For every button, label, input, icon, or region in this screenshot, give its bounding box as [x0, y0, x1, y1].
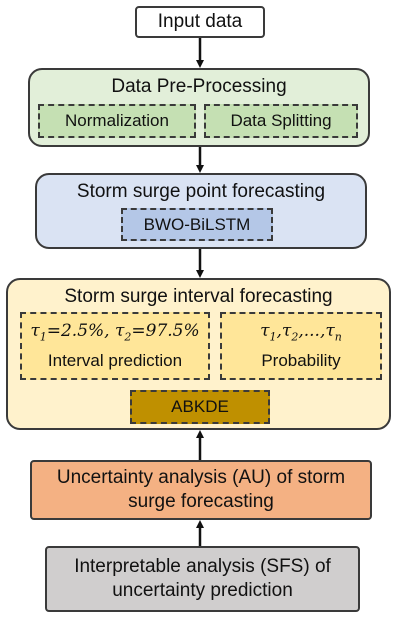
abkde-node: ABKDE [130, 390, 270, 424]
interpretable-analysis-node: Interpretable analysis (SFS) of uncertai… [45, 546, 360, 612]
interval-forecasting-title: Storm surge interval forecasting [64, 286, 333, 307]
preprocessing-node: Data Pre-Processing Normalization Data S… [28, 68, 370, 147]
interval-forecasting-node: Storm surge interval forecasting τ1=2.5%… [6, 278, 391, 430]
interval-prediction-label: Interval prediction [47, 351, 183, 371]
preprocessing-title: Data Pre-Processing [111, 76, 287, 97]
uncertainty-analysis-line1: Uncertainty analysis (AU) of storm [56, 467, 346, 488]
normalization-node: Normalization [38, 104, 196, 138]
point-forecasting-node: Storm surge point forecasting BWO-BiLSTM [35, 173, 367, 249]
bwo-bilstm-label: BWO-BiLSTM [143, 214, 251, 234]
input-data-label: Input data [157, 11, 243, 32]
input-data-node: Input data [135, 6, 265, 38]
data-splitting-label: Data Splitting [230, 111, 332, 130]
interpretable-analysis-line2: uncertainty prediction [112, 580, 293, 601]
abkde-label: ABKDE [171, 397, 229, 416]
uncertainty-analysis-line2: surge forecasting [128, 491, 274, 512]
data-splitting-node: Data Splitting [204, 104, 358, 138]
probability-label: Probability [261, 351, 341, 371]
point-forecasting-title: Storm surge point forecasting [76, 181, 326, 202]
bwo-bilstm-node: BWO-BiLSTM [121, 208, 273, 241]
probability-node: τ1,τ2,...,τn Probability [220, 312, 382, 380]
probability-quantiles-text: τ1,τ2,...,τn [260, 320, 342, 344]
interpretable-analysis-line1: Interpretable analysis (SFS) of [74, 556, 331, 577]
interval-prediction-node: τ1=2.5%, τ2=97.5% Interval prediction [20, 312, 210, 380]
uncertainty-analysis-node: Uncertainty analysis (AU) of storm surge… [30, 460, 372, 520]
interval-quantiles-text: τ1=2.5%, τ2=97.5% [30, 320, 200, 344]
normalization-label: Normalization [65, 111, 169, 130]
